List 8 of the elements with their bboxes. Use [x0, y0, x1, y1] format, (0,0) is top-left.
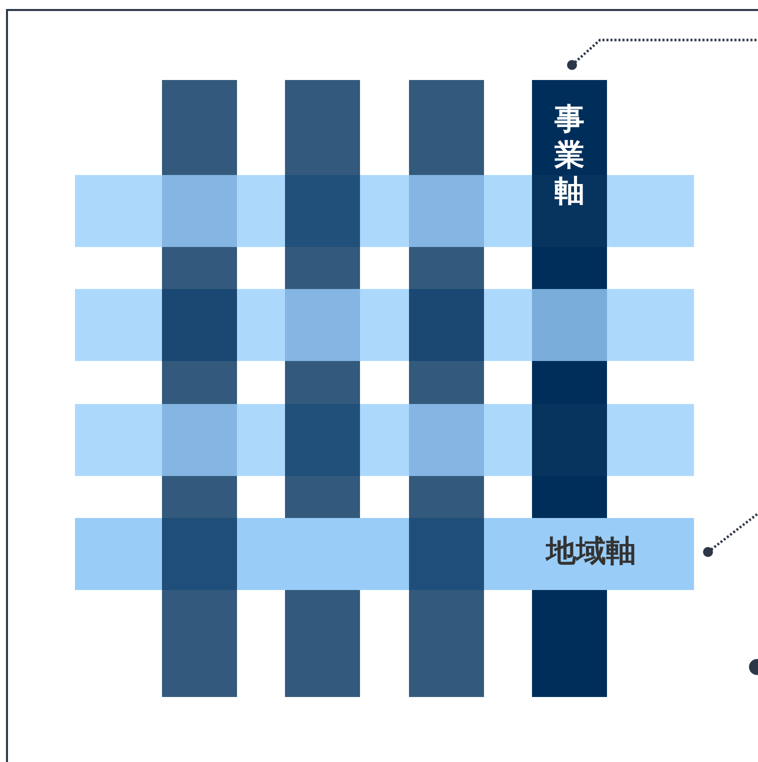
horizontal-bar [75, 175, 694, 247]
horizontal-bar [75, 518, 694, 590]
leader-line [567, 38, 758, 70]
leader-line [703, 511, 758, 557]
axis-label: 地域軸 [546, 533, 636, 571]
horizontal-bar [75, 404, 694, 476]
horizontal-bar [75, 289, 694, 361]
axis-label: 事業軸 [554, 102, 586, 210]
